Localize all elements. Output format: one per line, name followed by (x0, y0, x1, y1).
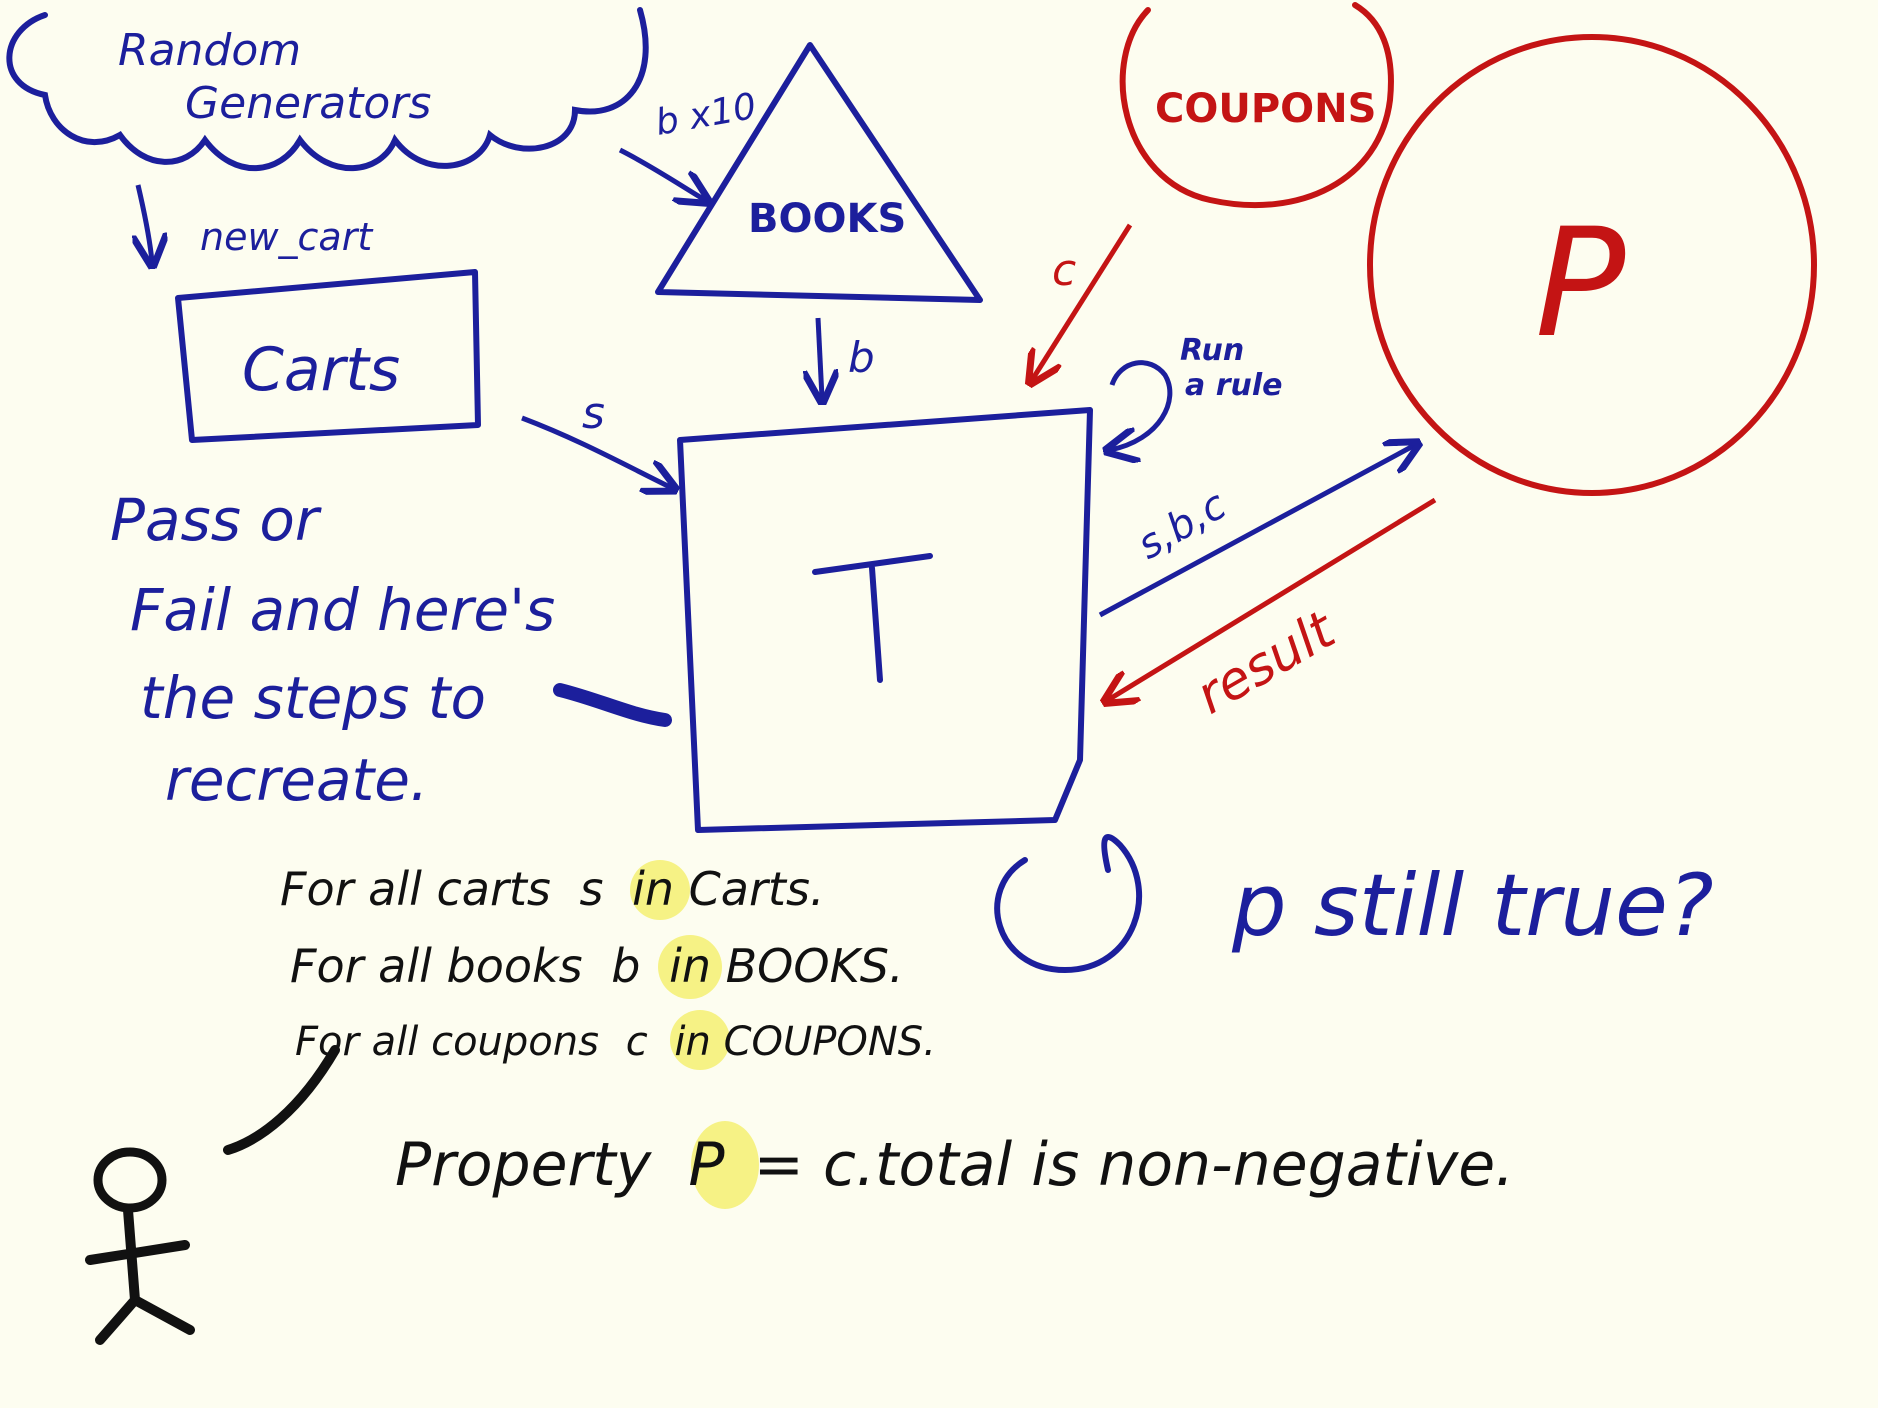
carts-arrow-label: s (582, 388, 605, 439)
t-box: T (0, 0, 1093, 833)
pass-fail-line4: recreate. (165, 746, 428, 814)
books-arrow-label: b x10 (652, 86, 759, 144)
highlight-p (691, 1121, 759, 1209)
coupons-arrow: c (1032, 223, 1133, 380)
cloud-label-line1: Random (118, 25, 301, 76)
result-label: result (1187, 599, 1347, 726)
repeat-loop: p still true? (994, 834, 1714, 974)
property-line: Property P = c.total is non-negative. (395, 1130, 1514, 1200)
run-rule-loop: Run a rule (1110, 333, 1282, 450)
highlight-c (670, 1010, 730, 1070)
for-all-statements: For all carts s in Carts. For all books … (280, 860, 936, 1070)
books-triangle: BOOKS (655, 42, 983, 303)
p-circle: P (1367, 34, 1817, 496)
pass-fail-line2: Fail and here's (130, 576, 555, 644)
p-still-true: p still true? (1231, 856, 1714, 956)
highlight-s (630, 860, 690, 920)
pass-fail-line3: the steps to (140, 664, 486, 732)
property-statement: Property P = c.total is non-negative. (395, 1121, 1514, 1209)
carts-label: Carts (242, 335, 400, 405)
stick-figure (85, 1045, 340, 1345)
coupons-arrow-label: c (1052, 245, 1076, 296)
books-down-arrow: b (818, 317, 875, 398)
sbc-arrow: s,b,c (1098, 445, 1415, 618)
carts-box: Carts (175, 269, 481, 443)
pass-fail-note: Pass or Fail and here's the steps to rec… (110, 486, 672, 814)
highlight-b (658, 935, 722, 999)
var-s: s (580, 862, 604, 916)
var-p: P (688, 1130, 725, 1200)
statement-line3: For all coupons c in COUPONS. (295, 1019, 936, 1065)
var-b: b (611, 939, 640, 993)
coupons-label: COUPONS (1155, 86, 1376, 132)
t-label: T (0, 0, 1, 1)
p-label: P (1535, 197, 1626, 371)
books-label: BOOKS (748, 196, 906, 242)
var-c: c (626, 1019, 648, 1065)
run-rule-line2: a rule (1185, 368, 1282, 403)
new-cart-label: new_cart (200, 215, 374, 259)
statement-line2: For all books b in BOOKS. (290, 939, 904, 993)
coupons-circle: COUPONS (1119, 2, 1394, 209)
statement-line1: For all carts s in Carts. (280, 862, 825, 916)
pass-fail-line1: Pass or (110, 486, 322, 554)
random-generators-cloud: Random Generators (6, 7, 649, 172)
run-rule-line1: Run (1180, 333, 1244, 368)
new-cart-arrow: new_cart (138, 184, 374, 262)
books-input-arrow: b x10 (618, 86, 759, 200)
books-down-label: b (848, 333, 875, 382)
sbc-label: s,b,c (1130, 482, 1234, 569)
carts-arrow: s (521, 388, 672, 488)
cloud-label-line2: Generators (185, 78, 431, 129)
